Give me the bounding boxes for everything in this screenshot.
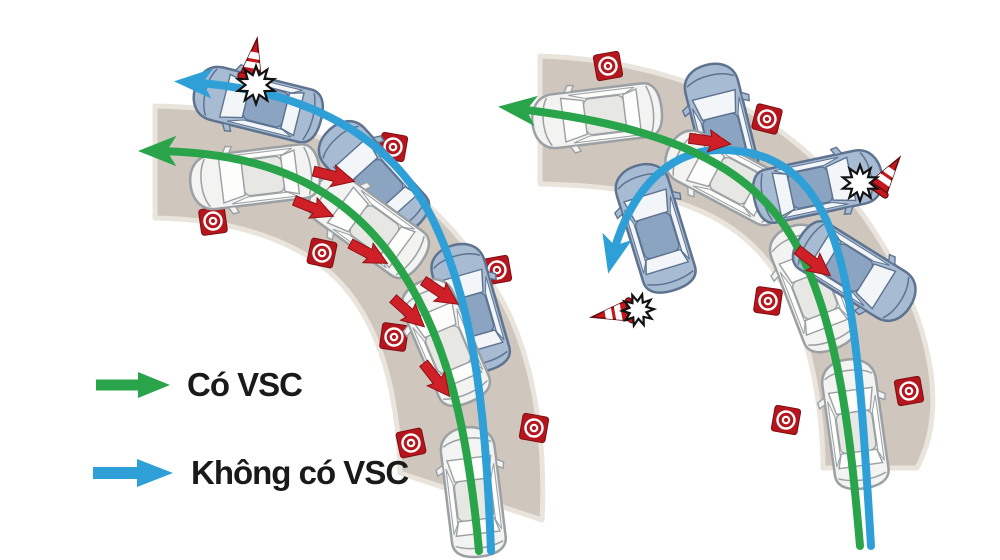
track-marker-icon — [753, 286, 783, 316]
with-vsc-trajectory — [498, 95, 864, 550]
track-marker-icon — [395, 427, 427, 459]
with-vsc-trajectory — [138, 135, 483, 555]
scenario-oversteer-right — [498, 50, 936, 550]
track-marker-icon — [518, 412, 550, 444]
scenario-understeer-left — [138, 35, 550, 559]
track-marker-icon — [751, 103, 783, 135]
brake-force-arrow — [347, 238, 389, 264]
brake-force-arrow — [291, 195, 335, 219]
brake-force-arrow — [687, 129, 732, 153]
track-marker-icon — [770, 404, 802, 436]
without-vsc-trajectory — [174, 68, 495, 555]
track-marker-icon — [379, 322, 409, 352]
brake-force-arrow — [419, 359, 451, 398]
track-marker-icon — [306, 237, 338, 269]
brake-force-arrow — [389, 294, 426, 328]
track-marker-icon — [893, 375, 925, 407]
brake-force-arrow — [793, 245, 832, 277]
track-marker-icon — [198, 206, 228, 236]
without-vsc-trajectory — [602, 145, 875, 550]
collision-star-icon — [618, 291, 658, 329]
collision-star-icon — [839, 161, 881, 205]
brake-force-arrow — [311, 164, 356, 188]
brake-force-arrow — [419, 275, 460, 305]
collision-star-icon — [234, 62, 278, 108]
car-without-vsc — [614, 162, 697, 294]
track-marker-icon — [592, 50, 624, 82]
